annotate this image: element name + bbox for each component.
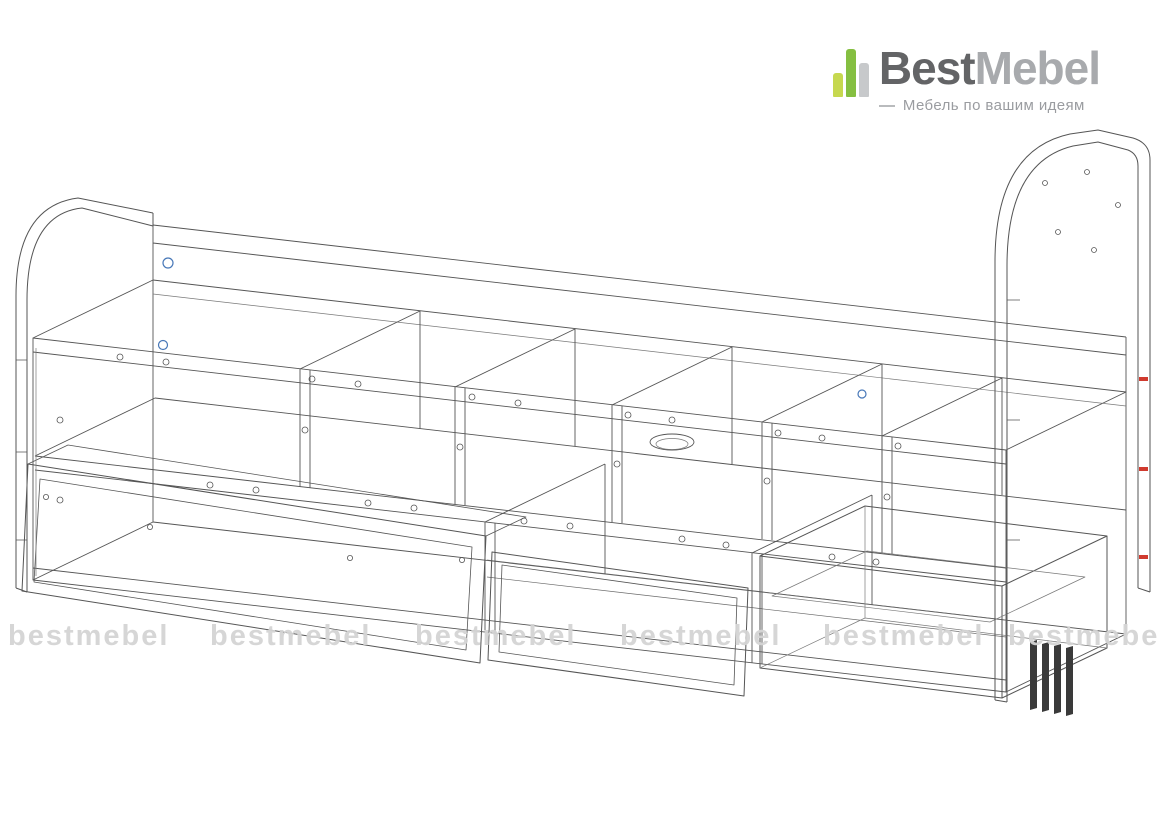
tagline-text: Мебель по вашим идеям bbox=[902, 97, 1085, 114]
watermark-text: bestmebel bbox=[8, 620, 170, 652]
brand-tagline: Мебель по вашим идеям bbox=[878, 97, 1100, 114]
side-post-left bbox=[15, 197, 154, 593]
brand-name-primary: Best bbox=[878, 42, 976, 94]
divider-lines bbox=[299, 310, 1003, 664]
brand-text-block: BestMebel Мебель по вашим идеям bbox=[878, 42, 1101, 114]
watermark-text: bestmebel bbox=[823, 620, 985, 652]
hardware-marks bbox=[43, 169, 1121, 566]
drawer-middle bbox=[487, 551, 749, 697]
red-marks bbox=[1139, 377, 1148, 559]
carcass-lines bbox=[32, 224, 1127, 693]
tagline-rule bbox=[878, 104, 895, 107]
brand-name: BestMebel bbox=[878, 42, 1101, 94]
watermark-text: bestmebel bbox=[210, 620, 372, 652]
watermark-text: bestmebel bbox=[415, 620, 577, 652]
brand-name-secondary: Mebel bbox=[974, 42, 1101, 94]
brand-logo: BestMebel Мебель по вашим идеям bbox=[832, 42, 1101, 114]
grommet-hole bbox=[649, 433, 695, 451]
bar-lime-icon bbox=[832, 73, 843, 97]
bar-gray-icon bbox=[858, 63, 869, 97]
brand-bars-icon bbox=[832, 45, 869, 97]
watermark-text: bestmebel bbox=[1008, 620, 1157, 652]
watermark-text: bestmebel bbox=[620, 620, 782, 652]
side-post-right bbox=[994, 129, 1151, 703]
bar-green-icon bbox=[845, 49, 856, 97]
support-slats bbox=[1030, 640, 1073, 716]
blue-marks bbox=[157, 257, 867, 399]
